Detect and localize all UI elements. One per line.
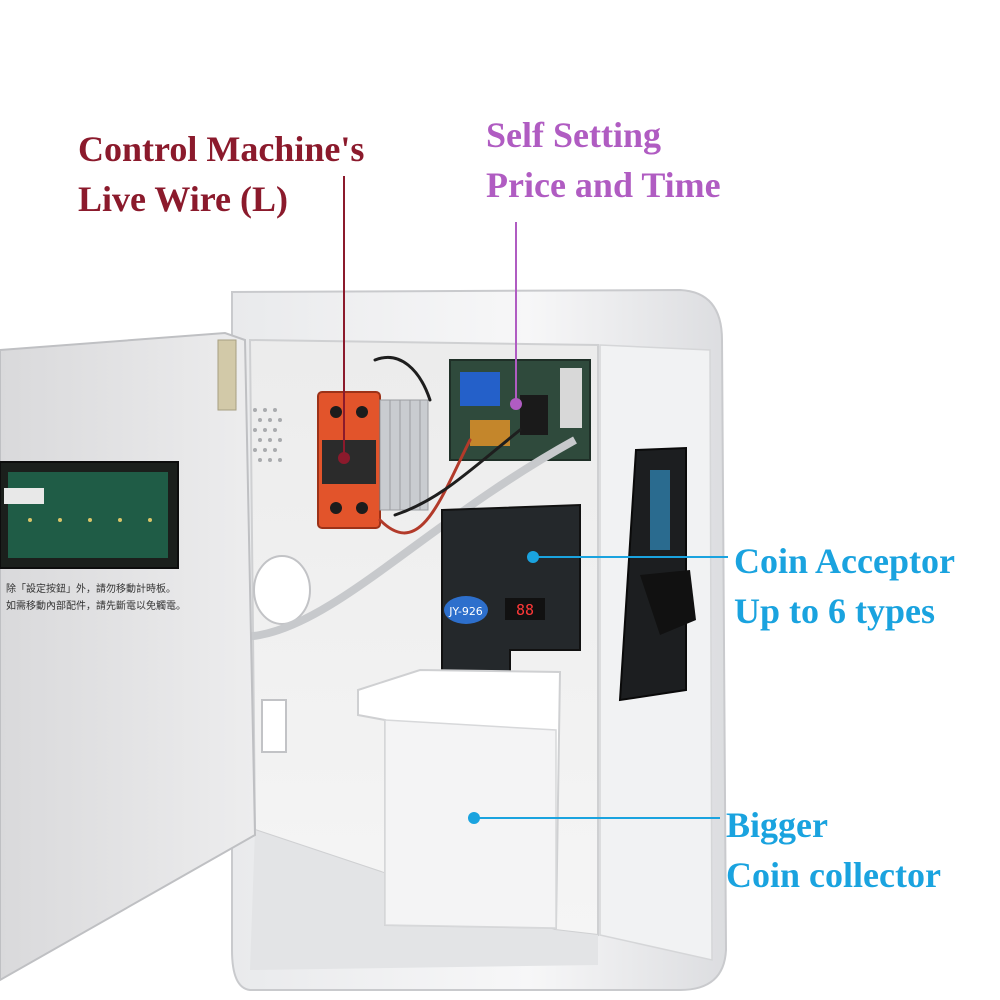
label-coin-collector: Bigger Coin collector: [726, 800, 941, 901]
door-notice-line-1: 除「設定按鈕」外，請勿移動計時板。: [6, 582, 176, 595]
pointer-dot-coin-acceptor: [527, 551, 539, 563]
annotation-pointers: [338, 176, 728, 824]
pointer-dot-self-setting: [510, 398, 522, 410]
coin-collector-box: [357, 668, 562, 930]
pointer-dot-control-wire: [338, 452, 350, 464]
vent-holes: [253, 408, 282, 462]
label-control-line-2: Live Wire (L): [78, 179, 288, 220]
coin-acceptor-model-badge: JY-926: [448, 605, 483, 618]
label-collector-line-1: Bigger: [726, 805, 828, 845]
coin-slot-front: [618, 446, 696, 702]
label-setting-line-2: Price and Time: [486, 165, 721, 206]
label-control-live-wire: Control Machine's Live Wire (L): [78, 124, 364, 225]
label-control-line-1: Control Machine's: [78, 129, 365, 169]
door-notice-line-2: 如需移動內部配件，請先斷電以免觸電。: [6, 599, 186, 612]
wiring: [373, 355, 522, 535]
label-acceptor-line-1: Coin Acceptor: [734, 541, 955, 581]
heat-sink: [379, 399, 429, 511]
label-collector-line-2: Coin collector: [726, 855, 941, 896]
wall-cutout: [261, 699, 287, 753]
coin-acceptor-unit: 88 JY-926: [441, 503, 581, 691]
cable-hole: [253, 555, 311, 625]
label-acceptor-line-2: Up to 6 types: [734, 591, 936, 632]
label-self-setting: Self Setting Price and Time: [486, 110, 721, 211]
coin-acceptor-display: 88: [516, 601, 534, 619]
label-coin-acceptor: Coin Acceptor Up to 6 types: [734, 536, 955, 637]
label-setting-line-1: Self Setting: [486, 115, 661, 155]
open-door: 除「設定按鈕」外，請勿移動計時板。 如需移動內部配件，請先斷電以免觸電。: [0, 331, 257, 982]
timer-circuit-board: [449, 359, 591, 461]
pointer-dot-coin-collector: [468, 812, 480, 824]
